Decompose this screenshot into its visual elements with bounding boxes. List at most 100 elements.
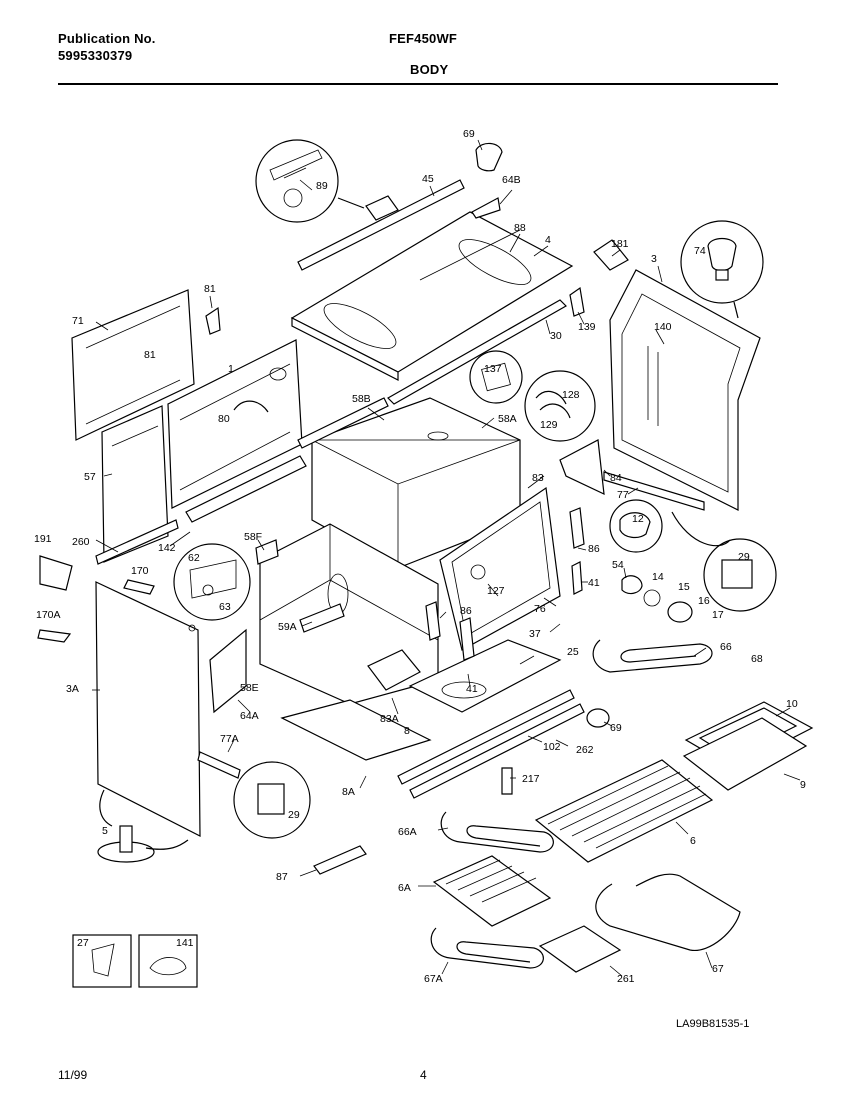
rail-58b [297,397,389,449]
callout: 129 [540,419,558,431]
panel-84 [559,439,605,496]
inset-89 [255,139,339,223]
part-69-top [475,142,503,172]
side-panel-57 [101,405,169,563]
callout: 3 [651,253,657,265]
box-inset-27 [72,934,132,988]
section-title: BODY [410,62,449,77]
callout: 261 [617,973,635,985]
header-rule [58,83,778,85]
callout: 12 [632,513,644,525]
part-87-left [313,845,367,875]
inset-128-129 [524,370,596,442]
part-81-bracket [205,306,221,335]
element-67 [595,873,741,951]
inset-137 [469,350,523,404]
callout: 58B [352,393,371,405]
plate-83a [367,649,421,691]
strip-84 [603,471,705,511]
part-86-right [569,507,585,549]
callout: 142 [158,542,176,554]
part-191 [39,555,73,591]
element-66a [440,811,554,853]
callout: 83A [380,713,399,725]
inset-62-63 [173,543,251,621]
inset-29-right [703,538,777,612]
front-side-panel [95,581,201,837]
callout: 14 [652,571,664,583]
callout: 128 [562,389,580,401]
callout: 69 [610,722,622,734]
callout: 66A [398,826,417,838]
callout: 127 [487,585,505,597]
callout: 81 [204,283,216,295]
model-number: FEF450WF [389,31,458,46]
callout: 67 [712,963,724,975]
callout: 58E [240,682,259,694]
callout: 17 [712,609,724,621]
callout: 74 [694,245,706,257]
pan-261 [538,925,622,973]
callout: 84 [610,472,622,484]
strip-260 [95,519,179,565]
inset-12 [609,499,663,553]
part-77a [197,751,241,779]
oven-rack-6a [432,855,552,927]
callout: 64A [240,710,259,722]
callout: 87 [276,871,288,883]
publication-number: 5995330379 [58,48,133,63]
back-panel [609,269,761,511]
callout: 45 [422,173,434,185]
left-side-panel [71,289,195,441]
callout: 102 [543,741,561,753]
footer-date: 11/99 [58,1068,88,1082]
rail-262 [409,703,585,799]
callout: 62 [188,552,200,564]
callout: 69 [463,128,475,140]
broil-element-66 [592,639,713,673]
callout: 140 [654,321,672,333]
light-assembly [621,575,693,623]
callout: 83 [532,472,544,484]
callout: 76 [534,603,546,615]
callout: 68 [751,653,763,665]
callout: 139 [578,321,596,333]
callout: 86 [460,605,472,617]
floor-8a [280,699,432,761]
part-86-center [425,601,441,641]
clip-139 [569,286,585,317]
callout: 170A [36,609,61,621]
callout: 88 [514,222,526,234]
callout: 86 [588,543,600,555]
strip-142 [185,455,307,523]
callout: 63 [219,601,231,613]
panel-64a [209,628,247,714]
cooktop-panel [290,211,574,381]
rail-102 [397,689,575,785]
inset-29-left [233,761,311,839]
backguard-rail [297,179,465,271]
callout: 6 [690,835,696,847]
drawing-id: LA99B81535-1 [676,1018,749,1030]
callout: 137 [484,363,502,375]
callout: 64B [502,174,521,186]
leader-lines [92,139,801,977]
callout: 262 [576,744,594,756]
part-170a [37,629,72,643]
bracket-181 [593,239,629,271]
callout: 181 [611,238,629,250]
page-number: 4 [420,1068,427,1082]
callout: 191 [34,533,52,545]
callout: 58A [498,413,517,425]
callout: 27 [77,937,89,949]
callout: 54 [612,559,624,571]
callout: 57 [84,471,96,483]
part-170 [123,579,155,595]
callout: 77A [220,733,239,745]
callout: 260 [72,536,90,548]
callout: 41 [466,683,478,695]
callout: 141 [176,937,194,949]
callout: 58F [244,531,262,543]
callout: 8 [404,725,410,737]
